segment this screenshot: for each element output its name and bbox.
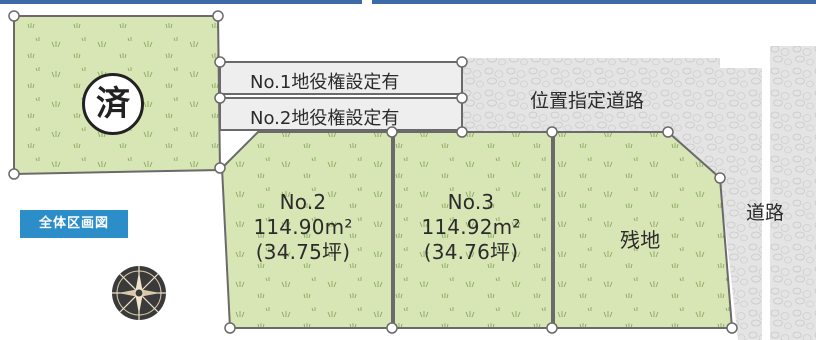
top-rule-right bbox=[372, 0, 816, 4]
lot-no3-area: 114.92m² bbox=[421, 215, 521, 239]
easement-label-2: No.2地役権設定有 bbox=[250, 108, 400, 129]
top-rule-left bbox=[0, 0, 362, 4]
easement-label-1: No.1地役権設定有 bbox=[250, 72, 400, 93]
lot-no2-area: 114.90m² bbox=[253, 215, 353, 239]
private-road-label: 位置指定道路 bbox=[530, 90, 645, 112]
lot-no2-label: No.2 114.90m² (34.75坪) bbox=[248, 190, 358, 265]
compass-rose-icon bbox=[112, 266, 166, 320]
public-road-area bbox=[770, 46, 816, 340]
lot-no3-number: No.3 bbox=[447, 190, 495, 214]
lot-no2-number: No.2 bbox=[279, 190, 327, 214]
easement-strip-2 bbox=[219, 97, 463, 131]
remaining-land-label: 残地 bbox=[620, 228, 661, 252]
lot-no2 bbox=[220, 131, 393, 329]
lot-remaining bbox=[553, 131, 734, 329]
sold-mark: 済 bbox=[82, 73, 144, 135]
lot-no3 bbox=[393, 131, 553, 329]
lot-no3-tsubo: (34.76坪) bbox=[423, 240, 519, 264]
lot-no3-label: No.3 114.92m² (34.76坪) bbox=[412, 190, 530, 265]
private-road-area bbox=[462, 58, 762, 340]
public-road-label: 道路 bbox=[746, 202, 785, 224]
site-plan-badge: 全体区画図 bbox=[20, 210, 128, 238]
easement-strip-1 bbox=[219, 61, 463, 95]
boundary-markers bbox=[8, 10, 738, 334]
lot-no2-tsubo: (34.75坪) bbox=[255, 240, 351, 264]
